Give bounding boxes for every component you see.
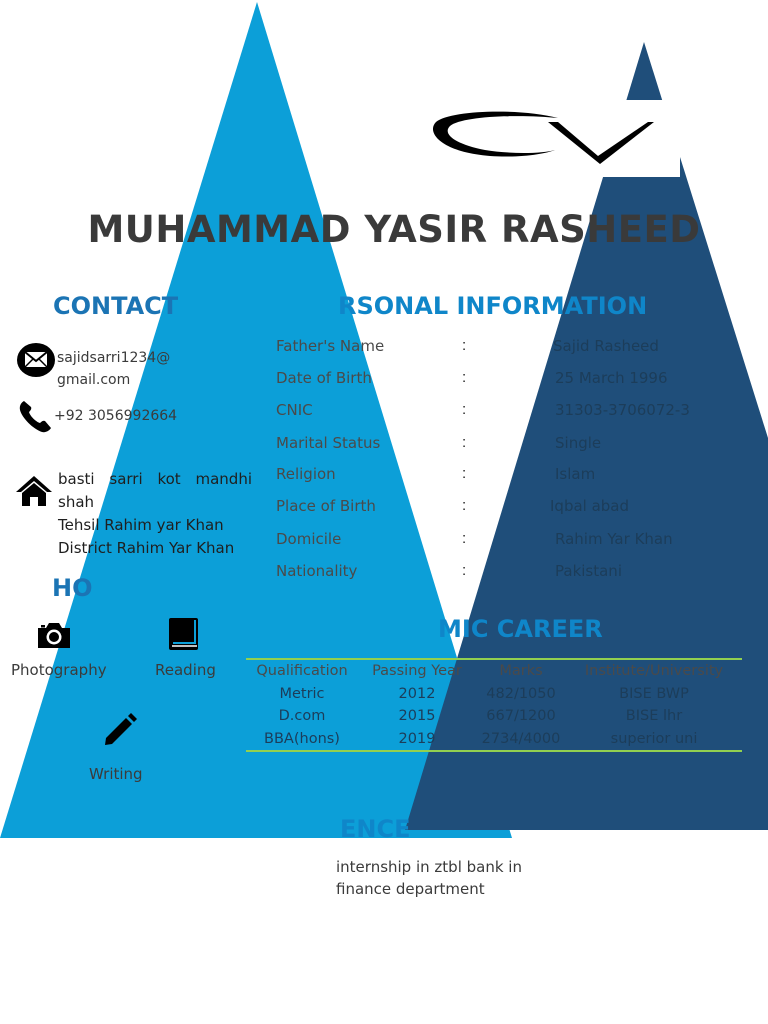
contact-heading: CONTACT xyxy=(53,292,179,320)
email-line-2: gmail.com xyxy=(57,372,131,388)
table-header: Marks xyxy=(476,658,566,683)
experience-heading: ENCE xyxy=(340,815,411,843)
personal-label: Place of Birth xyxy=(276,497,376,515)
personal-colon: : xyxy=(462,369,467,386)
table-header: Institute/University xyxy=(566,658,742,683)
address-line: basti sarri kot mandhi xyxy=(58,470,252,488)
personal-colon: : xyxy=(462,530,467,547)
experience-line: internship in ztbl bank in xyxy=(336,858,522,876)
hobbies-heading: HO xyxy=(52,574,93,602)
personal-colon: : xyxy=(462,465,467,482)
light-blue-triangle xyxy=(0,2,512,838)
experience-line: finance department xyxy=(336,880,485,898)
camera-icon xyxy=(38,623,70,648)
table-cell: Metric xyxy=(279,685,325,702)
personal-label: Date of Birth xyxy=(276,369,372,387)
hobby-label: Reading xyxy=(155,661,216,679)
address: basti sarri kot mandhi shah Tehsil Rahim… xyxy=(58,468,252,560)
hobby-label: Writing xyxy=(89,765,143,783)
personal-value: Sajid Rasheed xyxy=(553,337,659,355)
email-line-1: sajidsarri1234@ xyxy=(57,350,171,366)
table-cell: 2019 xyxy=(358,727,476,752)
personal-value: Iqbal abad xyxy=(550,497,630,515)
table-cell: 2734/4000 xyxy=(476,727,566,752)
navy-triangle xyxy=(405,42,768,830)
hobby-label: Photography xyxy=(11,661,107,679)
address-line: Tehsil Rahim yar Khan xyxy=(58,516,224,534)
pencil-icon xyxy=(105,713,137,745)
table-cell: D.com xyxy=(278,708,326,725)
personal-value: Single xyxy=(555,434,602,452)
table-cell: 667/1200 xyxy=(486,708,556,725)
personal-value: Pakistani xyxy=(555,562,622,580)
table-row: BBA(hons) 2019 2734/4000 superior uni xyxy=(246,727,742,752)
table-cell: BISE lhr xyxy=(625,708,683,725)
table-cell: superior uni xyxy=(566,727,742,752)
personal-colon: : xyxy=(462,497,467,514)
experience-text: internship in ztbl bank in finance depar… xyxy=(336,856,556,900)
table-cell: 2012 xyxy=(398,685,436,702)
table-cell: BISE BWP xyxy=(619,685,689,702)
personal-info-heading: RSONAL INFORMATION xyxy=(338,292,648,320)
personal-label: Domicile xyxy=(276,530,342,548)
personal-label: Father's Name xyxy=(276,337,385,355)
personal-colon: : xyxy=(462,434,467,451)
email-icon xyxy=(17,343,55,377)
table-row: Metric 2012 482/1050 BISE BWP xyxy=(246,683,742,706)
personal-label: Marital Status xyxy=(276,434,381,452)
academic-table: Qualification Passing Year Marks Institu… xyxy=(246,658,742,752)
candidate-name: MUHAMMAD YASIR RASHEED xyxy=(87,208,701,251)
address-line: District Rahim Yar Khan xyxy=(58,539,235,557)
table-cell: 2015 xyxy=(398,708,436,725)
table-header: Passing Year xyxy=(358,658,476,683)
personal-label: Nationality xyxy=(276,562,358,580)
phone-number: +92 3056992664 xyxy=(54,408,178,424)
personal-value: 25 March 1996 xyxy=(555,369,668,387)
table-header-row: Qualification Passing Year Marks Institu… xyxy=(246,658,742,683)
book-icon xyxy=(169,618,198,650)
personal-label: CNIC xyxy=(276,401,313,419)
table-header: Qualification xyxy=(246,658,358,683)
address-line: shah xyxy=(58,493,95,511)
table-cell: 482/1050 xyxy=(486,685,556,702)
personal-colon: : xyxy=(462,337,467,354)
personal-colon: : xyxy=(462,401,467,418)
table-cell: BBA(hons) xyxy=(246,727,358,752)
personal-value: 31303-3706072-3 xyxy=(555,401,690,419)
logo-backdrop xyxy=(602,100,680,177)
personal-value: Islam xyxy=(555,465,596,483)
personal-colon: : xyxy=(462,562,467,579)
home-icon xyxy=(16,476,52,506)
personal-value: Rahim Yar Khan xyxy=(555,530,673,548)
personal-label: Religion xyxy=(276,465,336,483)
academic-career-heading: MIC CAREER xyxy=(438,615,603,643)
phone-icon xyxy=(19,401,51,433)
cv-logo xyxy=(432,111,654,164)
table-row: D.com 2015 667/1200 BISE lhr xyxy=(246,705,742,728)
